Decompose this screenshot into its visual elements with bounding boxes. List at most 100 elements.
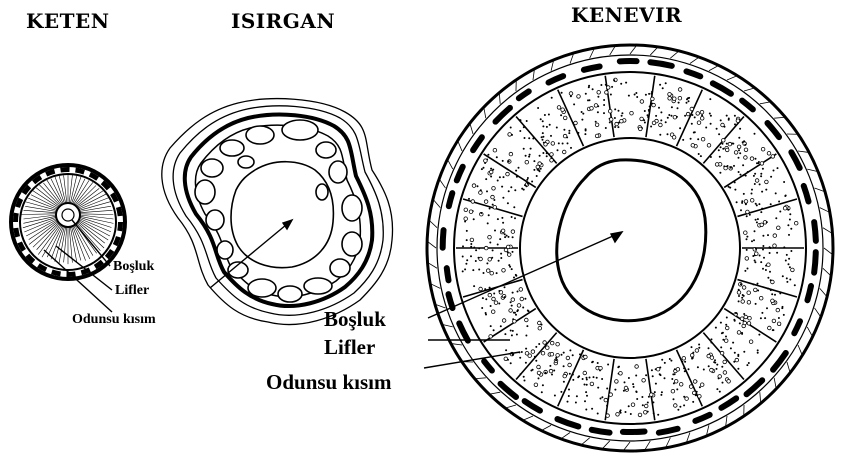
kenevir-stipple	[762, 249, 764, 251]
kenevir-bark-hatch	[436, 305, 445, 308]
kenevir-stipple	[523, 148, 525, 150]
kenevir-stipple	[567, 142, 569, 144]
kenevir-stipple	[721, 332, 723, 334]
kenevir-stipple	[777, 167, 779, 169]
kenevir-stipple	[599, 369, 601, 371]
kenevir-bark-bundle	[449, 193, 453, 206]
kenevir-stipple	[726, 143, 728, 145]
kenevir-stipple	[740, 174, 742, 176]
kenevir-stipple	[645, 94, 647, 96]
kenevir-stipple	[773, 234, 777, 238]
kenevir-stipple	[500, 257, 502, 259]
kenevir-stipple	[614, 108, 616, 110]
keten-fiber-ray	[76, 188, 99, 206]
kenevir-stipple	[504, 236, 506, 238]
kenevir-stipple	[512, 236, 514, 238]
kenevir-stipple	[662, 87, 664, 89]
kenevir-stipple	[532, 138, 534, 140]
kenevir-bark-bundle	[767, 123, 779, 137]
kenevir-stipple	[542, 120, 544, 122]
kenevir-stipple	[485, 298, 487, 300]
kenevir-bark-bundle	[804, 186, 809, 202]
kenevir-stipple	[504, 248, 508, 252]
kenevir-stipple	[776, 308, 780, 312]
kenevir-stipple	[738, 300, 740, 302]
kenevir-stipple	[553, 370, 555, 372]
kenevir-stipple	[708, 347, 710, 349]
isirgan-chamber	[217, 241, 233, 259]
kenevir-stipple	[628, 95, 630, 97]
kenevir-stipple	[688, 368, 690, 370]
kenevir-stipple	[550, 153, 554, 157]
kenevir-stipple	[701, 114, 703, 116]
kenevir-stipple	[741, 297, 743, 299]
kenevir-stipple	[554, 395, 556, 397]
kenevir-stipple	[747, 268, 749, 270]
kenevir-stipple	[513, 277, 515, 279]
kenevir-stipple	[683, 404, 685, 406]
kenevir-stipple	[754, 230, 756, 232]
kenevir-bark-hatch	[774, 378, 776, 388]
kenevir-stipple	[577, 95, 581, 99]
kenevir-stipple	[510, 127, 512, 129]
kenevir-stipple	[537, 107, 539, 109]
keten-bark-dash	[16, 228, 18, 237]
kenevir-stipple	[484, 246, 488, 250]
kenevir-stipple	[608, 109, 612, 113]
kenevir-stipple	[693, 380, 697, 384]
kenevir-stipple	[635, 92, 637, 94]
kenevir-stipple	[478, 247, 480, 249]
keten-bark-dash	[46, 171, 54, 174]
kenevir-stipple	[755, 219, 757, 221]
kenevir-stipple	[603, 99, 605, 101]
kenevir-stipple	[504, 286, 506, 288]
kenevir-stipple	[483, 272, 485, 274]
kenevir-stipple	[754, 288, 758, 292]
kenevir-stipple	[753, 175, 755, 177]
keten-bark-dash	[16, 213, 17, 222]
kenevir-stipple	[621, 115, 623, 117]
kenevir-stipple	[747, 301, 751, 305]
kenevir-stipple	[477, 185, 479, 187]
kenevir-stipple	[727, 380, 731, 384]
kenevir-bark-hatch	[551, 61, 553, 71]
kenevir-stipple	[484, 288, 486, 290]
kenevir-stipple	[568, 130, 570, 132]
kenevir-stipple	[648, 396, 650, 398]
kenevir-stipple	[750, 157, 754, 161]
kenevir-bark-hatch	[499, 94, 500, 104]
keten-fiber-ray	[31, 195, 58, 209]
isirgan-title: ISIRGAN	[231, 9, 335, 33]
kenevir-stipple	[744, 231, 748, 235]
kenevir-bark-hatch	[820, 208, 829, 212]
kenevir-bark-hatch	[670, 52, 678, 58]
kenevir-stipple	[601, 396, 603, 398]
kenevir-stipple	[671, 378, 673, 380]
keten-fiber-ray	[75, 225, 93, 256]
kenevir-stipple	[688, 97, 690, 99]
kenevir-stipple	[710, 356, 714, 360]
kenevir-stipple	[674, 380, 678, 384]
kenevir-stipple	[502, 269, 506, 273]
kenevir-stipple	[500, 325, 502, 327]
kenevir-stipple	[527, 183, 529, 185]
kenevir-stipple	[720, 322, 722, 324]
kenevir-segment-divider	[724, 309, 776, 343]
kenevir-bark-hatch	[428, 242, 436, 248]
kenevir-stipple	[703, 369, 705, 371]
kenevir-stipple	[733, 319, 735, 321]
kenevir-stipple	[470, 246, 472, 248]
kenevir-stipple	[751, 189, 753, 191]
kenevir-stipple	[594, 104, 598, 108]
kenevir-stipple	[537, 371, 541, 375]
kenevir-stipple	[659, 373, 661, 375]
kenevir-bark-bundle	[473, 137, 482, 150]
kenevir-bark-hatch	[440, 180, 446, 188]
kenevir-stipple	[755, 303, 757, 305]
kenevir-stipple	[738, 171, 740, 173]
kenevir-stipple	[775, 192, 777, 194]
kenevir-stipple	[551, 374, 553, 376]
kenevir-stipple	[597, 91, 601, 95]
kenevir-stipple	[508, 160, 510, 162]
kenevir-stipple	[710, 123, 712, 125]
